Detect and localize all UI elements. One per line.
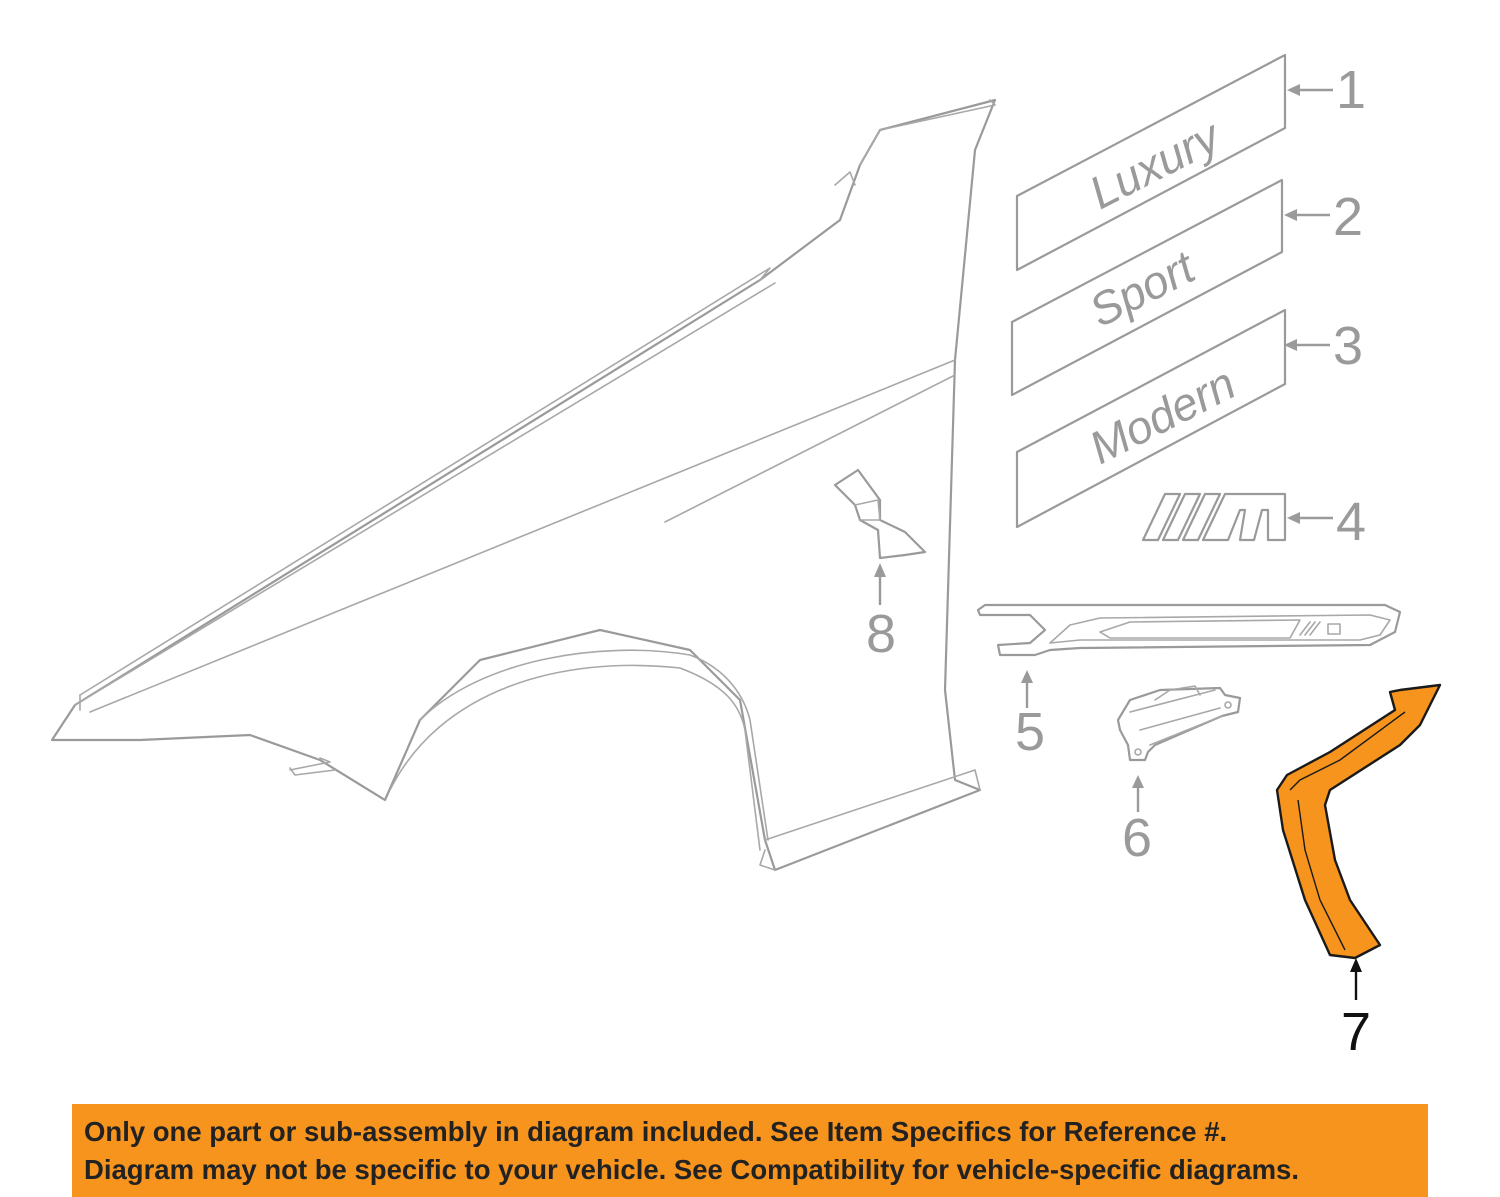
- m-emblem: [1141, 492, 1287, 542]
- fender-panel: [50, 98, 997, 872]
- part-8-bracket: [833, 468, 927, 560]
- part-6-bracket: [1116, 685, 1242, 762]
- callout-6: 6: [1122, 775, 1152, 868]
- callout-5-number: 5: [1015, 702, 1045, 762]
- callout-4-number: 4: [1336, 492, 1366, 552]
- callout-7-number: 7: [1341, 1002, 1371, 1062]
- callout-2: 2: [1284, 187, 1363, 247]
- callout-5: 5: [1015, 670, 1045, 762]
- badge-luxury: Luxury: [1015, 53, 1287, 272]
- disclaimer-line-1: Only one part or sub-assembly in diagram…: [84, 1115, 1228, 1147]
- badge-sport: Sport: [1010, 178, 1284, 397]
- callout-1-number: 1: [1336, 60, 1366, 120]
- callout-2-number: 2: [1333, 187, 1363, 247]
- callout-6-number: 6: [1122, 808, 1152, 868]
- callout-3: 3: [1284, 316, 1363, 376]
- disclaimer-line-2: Diagram may not be specific to your vehi…: [84, 1153, 1299, 1185]
- callout-8: 8: [866, 563, 896, 664]
- callout-1: 1: [1287, 60, 1366, 120]
- part-7-trim-highlighted: [1275, 683, 1442, 960]
- badge-luxury-text: Luxury: [1081, 109, 1230, 219]
- disclaimer-banner: Only one part or sub-assembly in diagram…: [72, 1104, 1428, 1197]
- callout-3-number: 3: [1333, 316, 1363, 376]
- callout-8-number: 8: [866, 604, 896, 664]
- callout-7: 7: [1341, 958, 1371, 1062]
- part-5-side-trim: [976, 603, 1402, 657]
- callout-4: 4: [1287, 492, 1366, 552]
